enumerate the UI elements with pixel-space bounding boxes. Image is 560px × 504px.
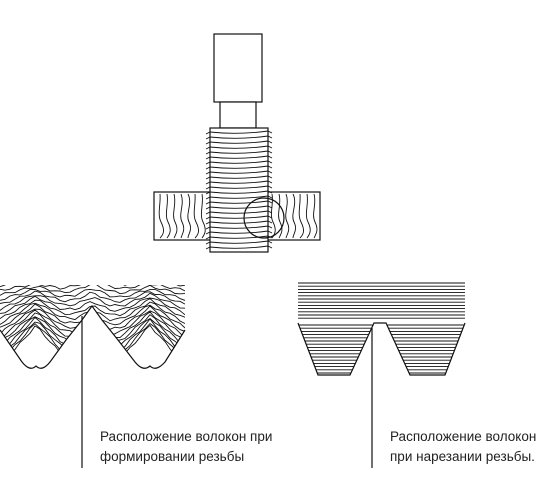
- thread-ridge: [209, 225, 269, 229]
- wood-grain-line: [298, 193, 304, 239]
- thread-crest: [205, 175, 273, 180]
- thread-ridge: [209, 160, 269, 164]
- formed-fiber-line: [0, 290, 185, 305]
- thread-crest: [205, 230, 273, 235]
- thread-ridge: [209, 205, 269, 209]
- cutting-caption-line1: Расположение волокон: [390, 429, 537, 444]
- thread-crest: [205, 160, 273, 165]
- thread-ridge: [209, 220, 269, 224]
- detail-circle: [243, 197, 285, 239]
- thread-crest: [205, 170, 273, 175]
- wood-grain-line: [158, 193, 164, 239]
- thread-crest: [205, 150, 273, 155]
- formed-fiber-line: [0, 323, 185, 363]
- thread-crest: [205, 130, 273, 135]
- forming-caption-line2: формировании резьбы: [100, 449, 245, 464]
- thread-ridge: [209, 190, 269, 194]
- thread-crest: [205, 215, 273, 220]
- thread-ridge: [209, 130, 269, 134]
- thread-ridge: [209, 240, 269, 244]
- thread-crest: [205, 140, 273, 145]
- thread-crest: [205, 135, 273, 140]
- thread-ridge: [209, 195, 269, 199]
- wood-grain-line: [278, 193, 283, 239]
- wood-grain-line: [285, 193, 290, 239]
- wood-grain-line: [292, 193, 296, 239]
- formed-fiber-line: [0, 267, 185, 277]
- cutting-caption: Расположение волокон при нарезании резьб…: [390, 427, 536, 467]
- thread-crest: [205, 240, 273, 245]
- thread-crest: [205, 245, 273, 250]
- wood-grain-line: [165, 193, 171, 239]
- thread-ridge: [209, 135, 269, 139]
- screw-in-wood-illustration: [153, 33, 321, 253]
- screw-neck: [219, 101, 257, 129]
- thread-crest: [205, 165, 273, 170]
- wood-grain-line: [200, 193, 206, 239]
- wood-grain-line: [313, 193, 318, 239]
- forming-caption: Расположение волокон при формировании ре…: [100, 427, 272, 467]
- screw-thread: [205, 127, 273, 253]
- thread-crest: [205, 145, 273, 150]
- thread-crest: [205, 190, 273, 195]
- forming-caption-line1: Расположение волокон при: [100, 429, 273, 444]
- wood-grain-line: [187, 193, 191, 239]
- thread-crest: [205, 220, 273, 225]
- cutting-caption-line2: при нарезании резьбы.: [390, 449, 535, 464]
- thread-ridge: [209, 200, 269, 204]
- thread-ridge: [209, 185, 269, 189]
- thread-ridge: [209, 245, 269, 249]
- thread-ridge: [209, 215, 269, 219]
- wood-grain-line: [305, 193, 311, 239]
- formed-fiber-line: [0, 295, 185, 316]
- thread-ridge: [209, 145, 269, 149]
- formed-fiber-line: [0, 288, 185, 301]
- cut-thread-outline: [297, 322, 466, 376]
- thread-crest: [205, 195, 273, 200]
- wood-grain-line: [180, 193, 185, 239]
- thread-crest: [205, 225, 273, 230]
- thread-crest: [205, 155, 273, 160]
- wood-grain-line: [270, 193, 276, 239]
- thread-ridge: [209, 180, 269, 184]
- thread-ridge: [209, 210, 269, 214]
- wood-grain-line: [173, 193, 178, 239]
- thread-ridge: [209, 165, 269, 169]
- thread-ridge: [209, 155, 269, 159]
- thread-ridge: [209, 140, 269, 144]
- thread-ridge: [209, 170, 269, 174]
- wood-grain-line: [193, 193, 199, 239]
- thread-crest: [205, 180, 273, 185]
- thread-ridge: [209, 175, 269, 179]
- thread-ridge: [209, 150, 269, 154]
- thread-crest: [205, 210, 273, 215]
- formed-fiber-line: [0, 292, 185, 311]
- formed-thread-outline: [0, 304, 186, 369]
- thread-crest: [205, 200, 273, 205]
- formed-fiber-line: [0, 285, 185, 296]
- formed-fiber-line: [0, 270, 185, 281]
- thread-crest: [205, 185, 273, 190]
- thread-ridge: [209, 230, 269, 234]
- thread-ridge: [209, 235, 269, 239]
- thread-crest: [205, 205, 273, 210]
- screw-head: [213, 33, 263, 103]
